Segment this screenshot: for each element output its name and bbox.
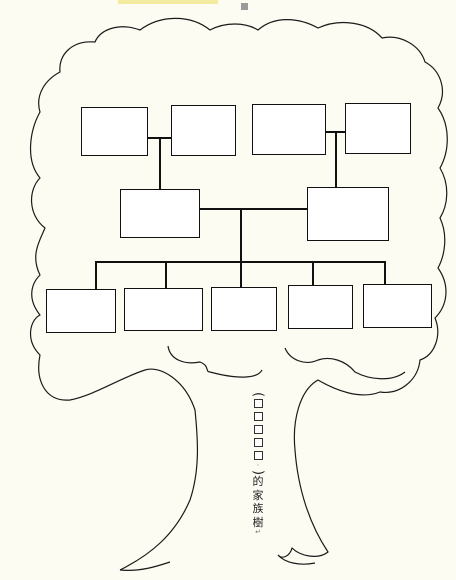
connector-child-4 <box>312 261 314 286</box>
title-blank-cell[interactable] <box>253 399 263 409</box>
connector-child-5 <box>384 261 386 284</box>
title-char: 族 <box>252 502 264 516</box>
connector-left-down <box>159 137 161 189</box>
connector-child-3 <box>240 261 242 287</box>
connector-child-2 <box>165 261 167 288</box>
paragraph-mark-icon: ↵ <box>255 528 261 537</box>
title-char: 家 <box>252 488 264 502</box>
title-blank-cell[interactable] <box>253 425 263 435</box>
tree-box-child-5[interactable] <box>363 284 432 328</box>
connector-right-down <box>335 131 337 187</box>
family-tree-title: ( · ) 的 家 族 樹 ↵ <box>248 392 268 537</box>
tree-box-parent-1[interactable] <box>120 189 200 238</box>
tree-box-grandparent-3[interactable] <box>252 104 326 155</box>
tree-outline-lower-left <box>167 345 263 378</box>
connector-child-1 <box>95 261 97 289</box>
tree-box-child-3[interactable] <box>211 287 277 331</box>
title-open-paren: ( <box>250 392 266 398</box>
tree-box-child-4[interactable] <box>288 285 353 329</box>
connector-center-down <box>240 208 242 262</box>
tree-box-child-1[interactable] <box>46 289 116 333</box>
tree-box-grandparent-1[interactable] <box>81 107 148 156</box>
title-blank-cell[interactable] <box>253 412 263 422</box>
tree-outline-root-left <box>119 561 171 571</box>
tree-box-parent-2[interactable] <box>307 187 389 241</box>
title-blank-cell[interactable] <box>253 451 263 461</box>
tree-outline-trunk-right <box>277 554 316 565</box>
highlight-tab <box>118 0 218 4</box>
tree-box-child-2[interactable] <box>124 288 203 331</box>
tree-box-grandparent-4[interactable] <box>345 103 411 154</box>
title-dot: · <box>256 461 260 471</box>
tree-box-grandparent-2[interactable] <box>171 105 236 156</box>
tree-outline-lower-mid <box>284 347 406 380</box>
title-char: 樹 <box>252 515 264 529</box>
tree-outline <box>29 17 448 571</box>
title-close-paren: ) <box>250 470 266 476</box>
connector-middle-pair <box>200 208 307 210</box>
title-char: 的 <box>252 475 264 489</box>
selection-handle[interactable] <box>241 3 248 10</box>
title-blank-cell[interactable] <box>253 438 263 448</box>
